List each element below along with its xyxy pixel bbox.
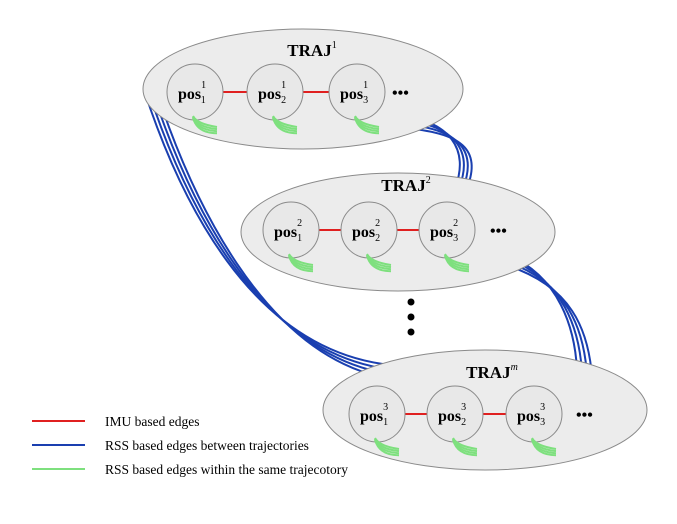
legend-item-imu: IMU based edges <box>32 414 199 429</box>
rss-edge-within <box>452 439 478 457</box>
rss-edges-within-trajectory <box>192 115 557 457</box>
rss-edge-within <box>374 439 400 457</box>
trajectory-2-title: TRAJ2 <box>381 175 430 195</box>
rss-edge-between <box>143 89 384 365</box>
legend-item-rss-within: RSS based edges within the same trajecot… <box>32 462 348 477</box>
trajectory-m-ellipse <box>322 349 648 471</box>
rss-edge-between <box>147 89 382 369</box>
rss-edge-within <box>444 255 470 273</box>
rss-edge-between <box>151 89 380 373</box>
rss-edge-within <box>288 255 314 273</box>
rss-edge-between <box>508 265 593 371</box>
legend-item-rss-between: RSS based edges between trajectories <box>32 438 309 453</box>
trajectory-2-ellipse <box>240 172 556 292</box>
svg-text:RSS based edges within the sam: RSS based edges within the same trajecot… <box>105 462 348 477</box>
rss-edge-between <box>155 89 378 377</box>
rss-edge-within <box>192 117 218 135</box>
svg-text:IMU based edges: IMU based edges <box>105 414 199 429</box>
trajectory-2-ellipsis: ••• <box>490 223 507 240</box>
rss-edge-within <box>366 255 392 273</box>
trajectory-1-title: TRAJ1 <box>287 40 336 60</box>
rss-edge-within <box>272 117 298 135</box>
legend: IMU based edges RSS based edges between … <box>32 414 348 477</box>
rss-edge-within <box>354 117 380 135</box>
rss-edge-within <box>531 439 557 457</box>
trajectory-m-ellipsis: ••• <box>576 407 593 424</box>
trajectory-m-title: TRAJm <box>466 362 518 382</box>
trajectory-1-ellipsis: ••• <box>392 85 409 102</box>
rss-edge-between <box>507 261 588 371</box>
svg-text:RSS based edges between trajec: RSS based edges between trajectories <box>105 438 309 453</box>
vertical-ellipsis <box>407 298 415 336</box>
